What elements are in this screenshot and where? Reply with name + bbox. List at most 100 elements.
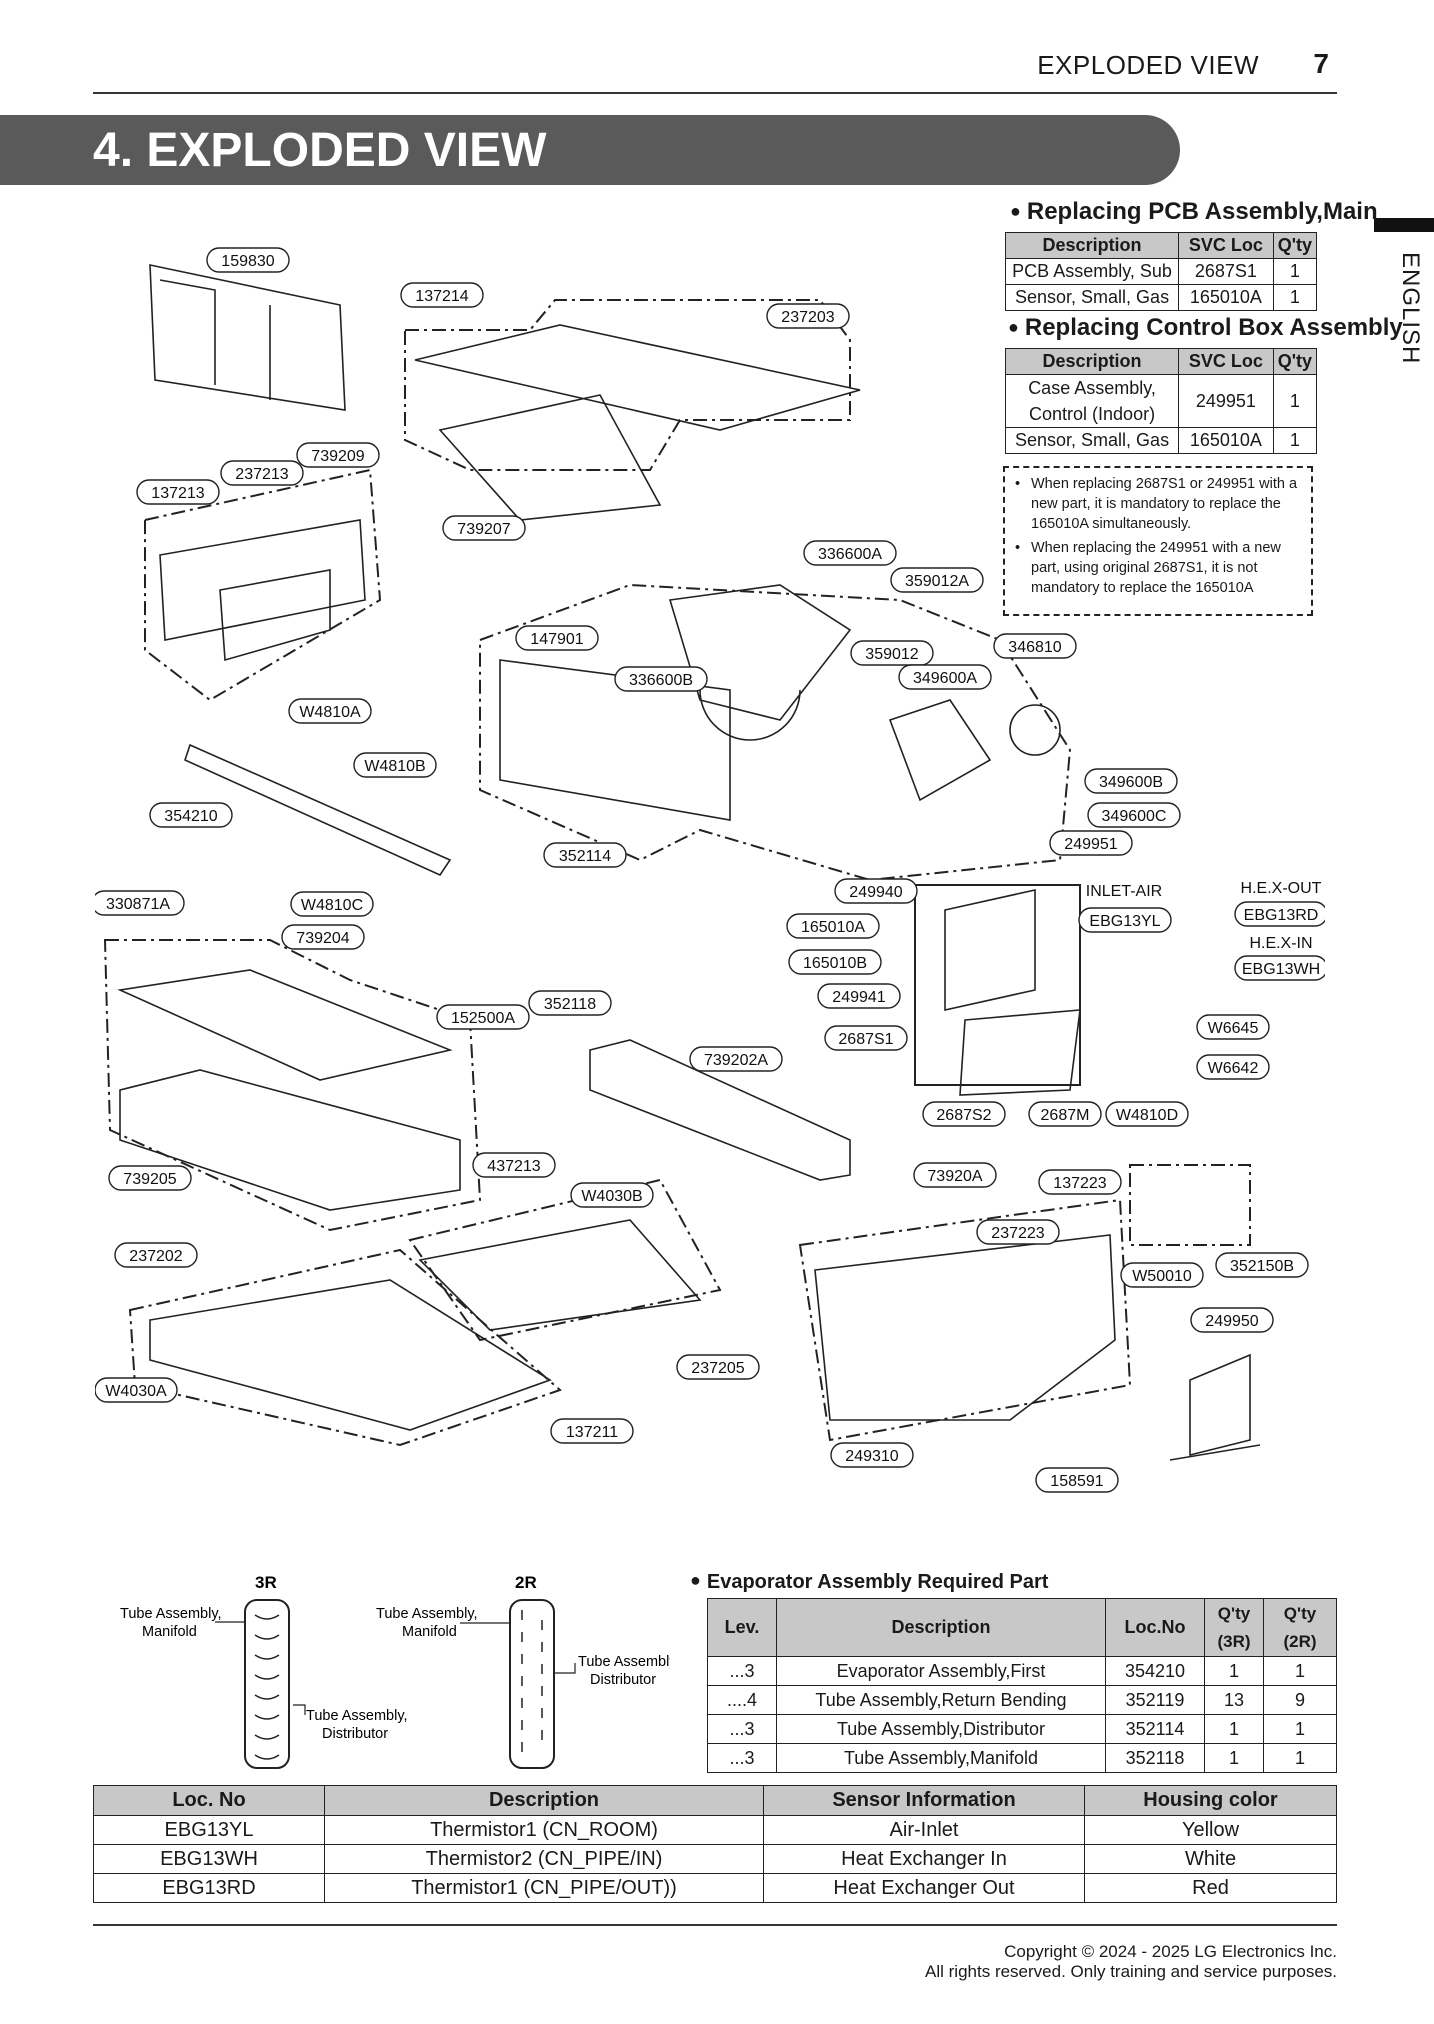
table-row: Sensor, Small, Gas 165010A 1 <box>1004 427 1318 454</box>
table-cell: 1 <box>1204 1656 1264 1686</box>
table-cell: 354210 <box>1105 1656 1205 1686</box>
part-callout-bubble <box>1234 955 1325 981</box>
part-callout-bubble <box>890 567 984 593</box>
tube-2r-distributor-label: Tube Assembly,Distributor <box>578 1654 670 1688</box>
tube-2r-shape <box>509 1599 555 1769</box>
part-callout-bubble <box>108 1165 192 1191</box>
table-cell: 1 <box>1272 284 1318 311</box>
table-cell: Heat Exchanger In <box>763 1844 1085 1874</box>
table-cell: EBG13YL <box>93 1815 325 1845</box>
part-sketch <box>414 324 861 521</box>
group-outline <box>408 1178 722 1342</box>
control-box-table: Description SVC Loc Q'ty Case Assembly, … <box>1004 348 1318 454</box>
table-header: Q'ty <box>1272 232 1318 259</box>
side-tab-marker <box>1374 218 1434 232</box>
group-outline <box>404 299 851 471</box>
table-cell: Thermistor2 (CN_PIPE/IN) <box>324 1844 764 1874</box>
part-sketch <box>184 743 452 877</box>
table-cell: 9 <box>1263 1685 1337 1715</box>
part-callout-bubble <box>1078 907 1172 933</box>
table-header-row: Loc. No Description Sensor Information H… <box>93 1785 1337 1816</box>
part-callout-bubble <box>913 1162 997 1188</box>
part-callout-bubble <box>543 842 627 868</box>
part-sketch <box>589 1039 851 1181</box>
tube-3r-label: 3R <box>255 1573 277 1592</box>
part-callout-bubble <box>993 633 1077 659</box>
part-callout-label: W4810C <box>301 897 363 914</box>
part-callout-label: 237223 <box>991 1225 1044 1242</box>
part-callout-bubble <box>515 625 599 651</box>
part-sketch <box>159 519 366 662</box>
part-callout-bubble <box>1196 1014 1270 1040</box>
part-callout-label: 352150B <box>1230 1258 1294 1275</box>
table-row: PCB Assembly, Sub 2687S1 1 <box>1004 258 1318 285</box>
evaporator-section-title: Evaporator Assembly Required Part <box>690 1570 1049 1594</box>
part-callout-bubble <box>1028 1101 1102 1127</box>
part-callout-label: 336600A <box>818 546 882 563</box>
part-sketch <box>418 1219 702 1331</box>
table-cell: 1 <box>1272 427 1318 454</box>
table-cell: Thermistor1 (CN_ROOM) <box>324 1815 764 1845</box>
table-cell: 13 <box>1204 1685 1264 1715</box>
table-header: Description <box>324 1785 764 1816</box>
table-cell: ....4 <box>707 1685 777 1715</box>
table-header: Description <box>776 1598 1106 1657</box>
part-callout-label: 739207 <box>457 521 510 538</box>
tube-3r-manifold-label: Tube Assembly,Manifold <box>120 1606 222 1640</box>
header-title: EXPLODED VIEW <box>1037 50 1259 80</box>
part-callout-label: W50010 <box>1132 1268 1192 1285</box>
part-callout-bubble <box>442 515 526 541</box>
tube-assembly-diagram: 3R 2R Tube Assembly,Manifold Tube Assemb… <box>120 1573 670 1769</box>
page-number: 7 <box>1313 48 1329 79</box>
part-callout-bubble <box>824 1025 908 1051</box>
part-callout-bubble <box>1084 768 1178 794</box>
part-callout-bubble <box>976 1219 1060 1245</box>
group-outline <box>128 1248 562 1447</box>
table-cell: Tube Assembly,Manifold <box>776 1743 1106 1773</box>
part-callout-label: 349600B <box>1099 774 1163 791</box>
part-callout-label: 237213 <box>235 466 288 483</box>
part-callout-bubble <box>834 878 918 904</box>
pcb-section-title: Replacing PCB Assembly,Main <box>1010 198 1378 226</box>
section-title: 4. EXPLODED VIEW <box>93 124 547 177</box>
part-callout-bubble <box>850 640 934 666</box>
part-callout-bubble <box>788 949 882 975</box>
table-cell: ...3 <box>707 1656 777 1686</box>
part-callout-label: H.E.X-IN <box>1249 935 1312 952</box>
part-callout-bubble <box>830 1442 914 1468</box>
table-cell: 1 <box>1272 374 1318 428</box>
part-callout-label: 73920A <box>927 1168 982 1185</box>
copyright: Copyright © 2024 - 2025 LG Electronics I… <box>925 1942 1337 1982</box>
part-callout-bubble <box>436 1004 530 1030</box>
side-tab-label: ENGLISH <box>1397 252 1424 365</box>
table-row: EBG13RD Thermistor1 (CN_PIPE/OUT)) Heat … <box>93 1873 1337 1903</box>
table-header: Sensor Information <box>763 1785 1085 1816</box>
table-cell: 352118 <box>1105 1743 1205 1773</box>
part-callout-bubble <box>528 990 612 1016</box>
part-callout-label: H.E.X-OUT <box>1241 880 1322 897</box>
table-header: SVC Loc <box>1178 348 1274 375</box>
table-cell: Tube Assembly,Return Bending <box>776 1685 1106 1715</box>
part-callout-bubble <box>803 540 897 566</box>
sensor-table: Loc. No Description Sensor Information H… <box>93 1785 1337 1903</box>
exploded-view-diagram: 1598301372142372037392092372131372137392… <box>95 247 1325 1493</box>
part-callout-label: EBG13YL <box>1089 913 1160 930</box>
part-callout-label: EBG13RD <box>1244 907 1319 924</box>
part-callout-bubble <box>550 1418 634 1444</box>
part-callout-bubble <box>206 247 290 273</box>
part-callout-label: 237203 <box>781 309 834 326</box>
table-cell: 2687S1 <box>1178 258 1274 285</box>
table-row: EBG13YL Thermistor1 (CN_ROOM) Air-Inlet … <box>93 1815 1337 1845</box>
table-cell: 249951 <box>1178 374 1274 428</box>
part-sketch <box>668 584 852 741</box>
part-callout-label: 137223 <box>1053 1175 1106 1192</box>
table-row: EBG13WH Thermistor2 (CN_PIPE/IN) Heat Ex… <box>93 1844 1337 1874</box>
table-cell: Sensor, Small, Gas <box>1004 427 1180 454</box>
copyright-line-1: Copyright © 2024 - 2025 LG Electronics I… <box>1004 1942 1337 1961</box>
table-header-row: Lev. Description Loc.No Q'ty (3R) Q'ty (… <box>707 1598 1337 1657</box>
tube-3r-shape <box>244 1599 290 1769</box>
part-callout-bubble <box>689 1046 783 1072</box>
part-callout-bubble <box>136 479 220 505</box>
part-callout-bubble <box>114 1242 198 1268</box>
part-callout-bubble <box>1038 1169 1122 1195</box>
